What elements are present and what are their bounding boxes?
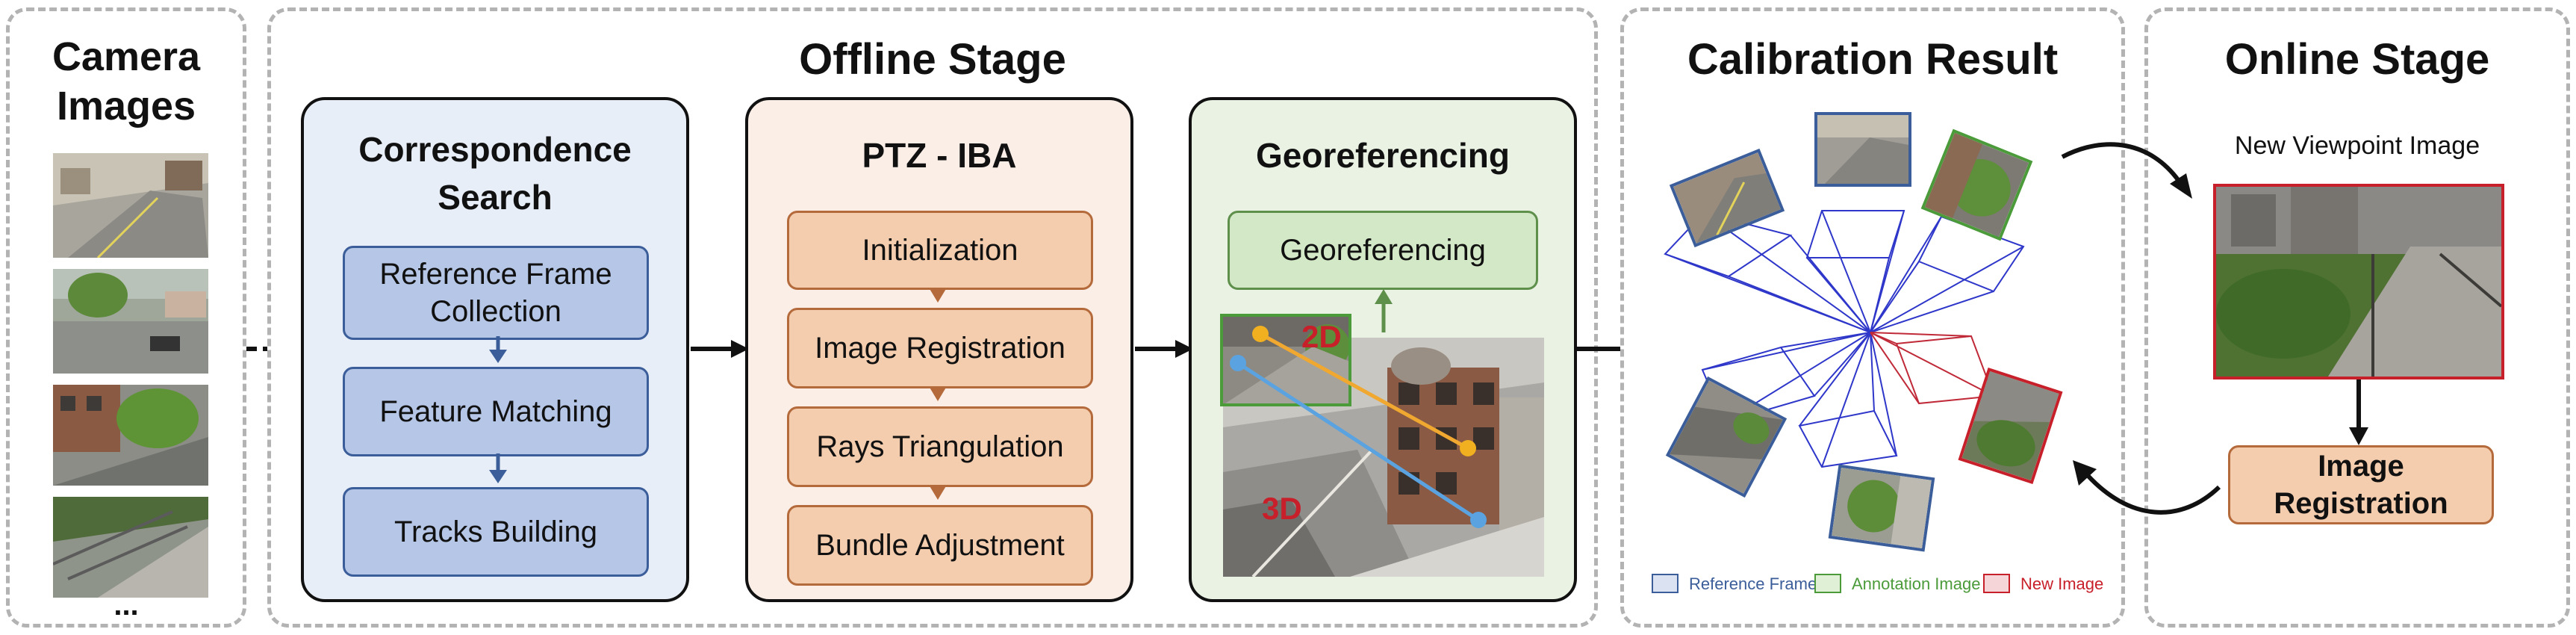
curved-arrow-online-to-calibration bbox=[2073, 460, 2221, 515]
correspondence-search-title: Correspondence Search bbox=[304, 126, 686, 221]
arrow-registration-to-triangulation bbox=[929, 386, 947, 401]
step-reference-frame-collection: Reference Frame Collection bbox=[343, 246, 649, 340]
correspondence-title-line2: Search bbox=[438, 178, 553, 217]
calibration-reference-frame-4 bbox=[1828, 464, 1935, 552]
arrow-correspondence-to-ptz-iba bbox=[691, 340, 749, 358]
online-stage-title: Online Stage bbox=[2224, 35, 2490, 84]
legend-swatch-new-image bbox=[1983, 574, 2010, 593]
calibration-reference-frame-2 bbox=[1814, 112, 1911, 187]
new-viewpoint-subtitle: New Viewpoint Image bbox=[2234, 131, 2480, 160]
arrow-image-to-registration bbox=[2349, 380, 2368, 445]
camera-images-ellipsis: ... bbox=[113, 589, 139, 622]
georeferencing-2d-inset bbox=[1220, 314, 1351, 406]
offline-stage-title: Offline Stage bbox=[799, 35, 1066, 84]
ptz-iba-box: PTZ - IBA Initialization Image Registrat… bbox=[745, 97, 1133, 602]
online-image-registration-step: Image Registration bbox=[2228, 445, 2494, 524]
camera-images-title: Camera Images bbox=[10, 32, 243, 131]
arrow-triangulation-to-adjustment bbox=[929, 485, 947, 500]
arrow-scene-to-georeferencing bbox=[1375, 289, 1393, 332]
label-2d: 2D bbox=[1301, 319, 1342, 354]
correspondence-rays bbox=[1230, 326, 1487, 528]
legend-label-annotation-image: Annotation Image bbox=[1852, 574, 1981, 593]
step-image-registration: Image Registration bbox=[787, 308, 1093, 388]
calibration-reference-frame-3 bbox=[1665, 376, 1788, 498]
arrow-matching-to-tracks bbox=[489, 453, 507, 483]
calibration-new-image bbox=[1958, 367, 2063, 485]
arrow-initialization-to-registration bbox=[929, 288, 947, 303]
curved-arrow-calibration-to-online bbox=[2061, 142, 2192, 199]
legend-swatch-reference-frame bbox=[1652, 574, 1679, 593]
step-bundle-adjustment: Bundle Adjustment bbox=[787, 505, 1093, 586]
camera-thumbnail-1 bbox=[53, 153, 208, 258]
calibration-annotation-image bbox=[1920, 128, 2033, 241]
correspondence-search-box: Correspondence Search Reference Frame Co… bbox=[301, 97, 689, 602]
georeferencing-title: Georeferencing bbox=[1256, 136, 1510, 175]
camera-thumbnail-4 bbox=[53, 497, 208, 598]
step-georeferencing: Georeferencing bbox=[1228, 211, 1538, 290]
calibration-result-title: Calibration Result bbox=[1687, 35, 2059, 84]
legend-label-reference-frame: Reference Frame bbox=[1689, 574, 1817, 593]
label-3d: 3D bbox=[1262, 491, 1302, 526]
step-tracks-building: Tracks Building bbox=[343, 487, 649, 577]
correspondence-title-line1: Correspondence bbox=[358, 130, 632, 169]
camera-title-line2: Images bbox=[56, 84, 196, 128]
step-rays-triangulation: Rays Triangulation bbox=[787, 406, 1093, 487]
camera-thumbnail-3 bbox=[53, 385, 208, 486]
camera-thumbnail-2 bbox=[53, 269, 208, 374]
arrow-ptz-iba-to-georeferencing bbox=[1135, 340, 1193, 358]
new-viewpoint-image bbox=[2213, 184, 2504, 380]
camera-title-line1: Camera bbox=[52, 34, 201, 79]
legend-swatch-annotation-image bbox=[1814, 574, 1841, 593]
calibration-reference-frame-1 bbox=[1669, 148, 1785, 248]
georeferencing-box: Georeferencing Georeferencing bbox=[1189, 97, 1577, 602]
arrow-collection-to-matching bbox=[489, 336, 507, 363]
step-feature-matching: Feature Matching bbox=[343, 367, 649, 456]
step-initialization: Initialization bbox=[787, 211, 1093, 290]
legend-label-new-image: New Image bbox=[2020, 574, 2104, 593]
georeferencing-3d-scene bbox=[1223, 338, 1544, 577]
camera-images-panel: Camera Images bbox=[6, 7, 246, 628]
ptz-iba-title: PTZ - IBA bbox=[862, 136, 1017, 175]
